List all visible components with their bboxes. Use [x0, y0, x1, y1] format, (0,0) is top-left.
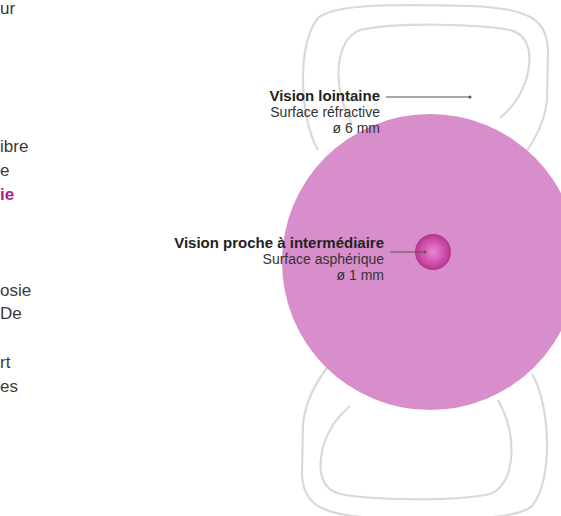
- text-fragment: ibre: [0, 138, 28, 157]
- callout-text: Surface asphérique: [263, 252, 384, 267]
- dimension: ø 6 mm: [333, 121, 380, 136]
- callout-title: Vision lointaine: [269, 88, 380, 105]
- text-fragment: rt: [0, 354, 10, 373]
- text-fragment: e: [0, 162, 9, 181]
- leader-dot: [469, 96, 472, 99]
- text-fragment: osie: [0, 282, 31, 301]
- callout-title: Vision proche à intermédiaire: [174, 235, 384, 252]
- callout-text: Surface réfractive: [270, 105, 380, 120]
- leader-line: [386, 97, 470, 98]
- text-fragment: De: [0, 305, 22, 324]
- leader-line: [390, 252, 425, 253]
- leader-dot: [424, 251, 427, 254]
- text-fragment: ur: [0, 0, 15, 19]
- dimension: ø 1 mm: [337, 268, 384, 283]
- text-fragment: ie: [0, 186, 14, 205]
- text-fragment: es: [0, 378, 18, 397]
